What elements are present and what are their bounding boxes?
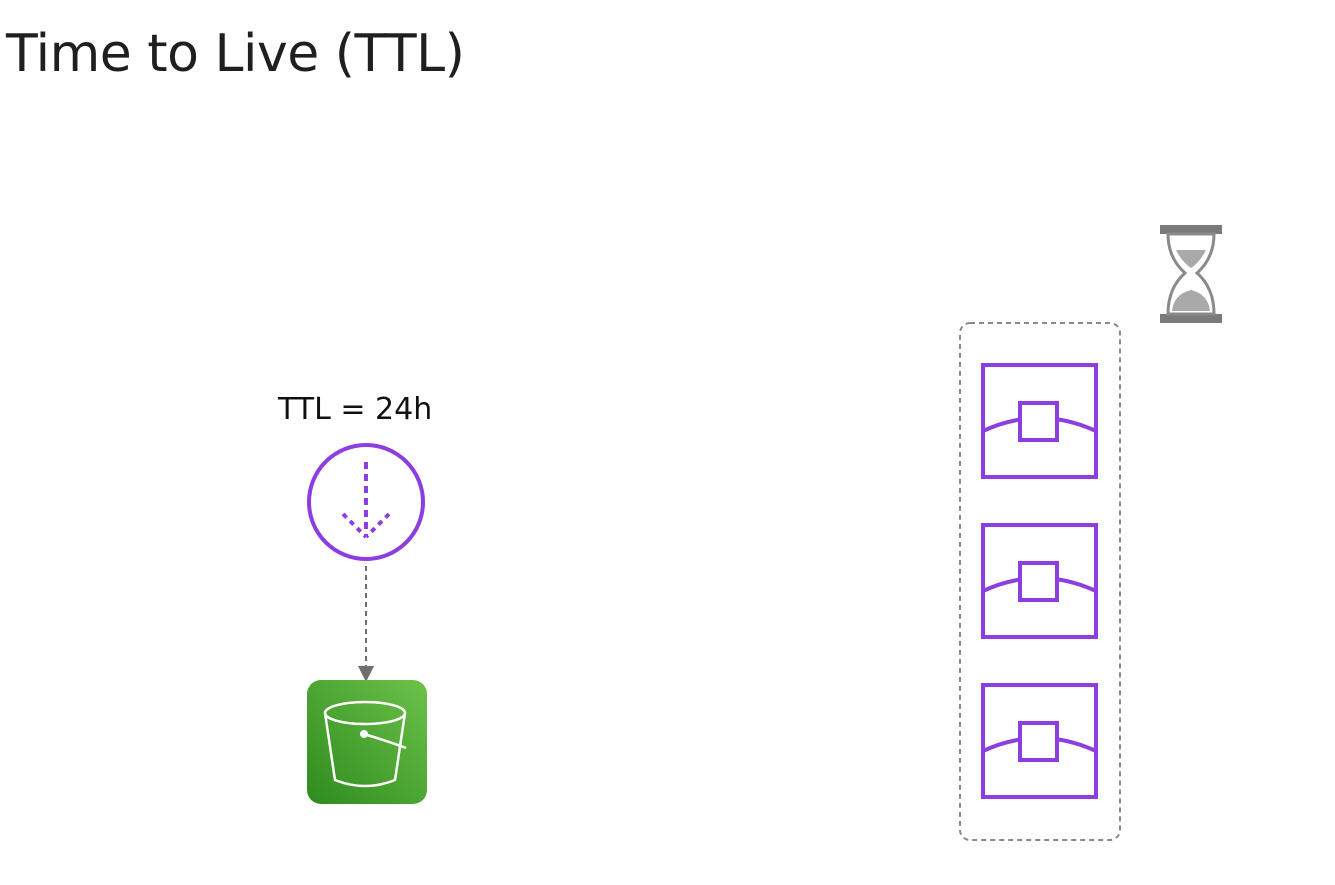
download-arrow-circle-icon bbox=[307, 443, 425, 561]
ttl-label: TTL = 24h bbox=[278, 392, 433, 427]
storage-object-icon bbox=[981, 523, 1098, 639]
storage-object-icon bbox=[981, 683, 1098, 799]
storage-object-icon bbox=[981, 363, 1098, 479]
s3-bucket-icon bbox=[307, 680, 427, 804]
hourglass-icon bbox=[1160, 225, 1222, 323]
slide-title: Time to Live (TTL) bbox=[6, 24, 465, 84]
objects-group-container bbox=[959, 322, 1121, 841]
